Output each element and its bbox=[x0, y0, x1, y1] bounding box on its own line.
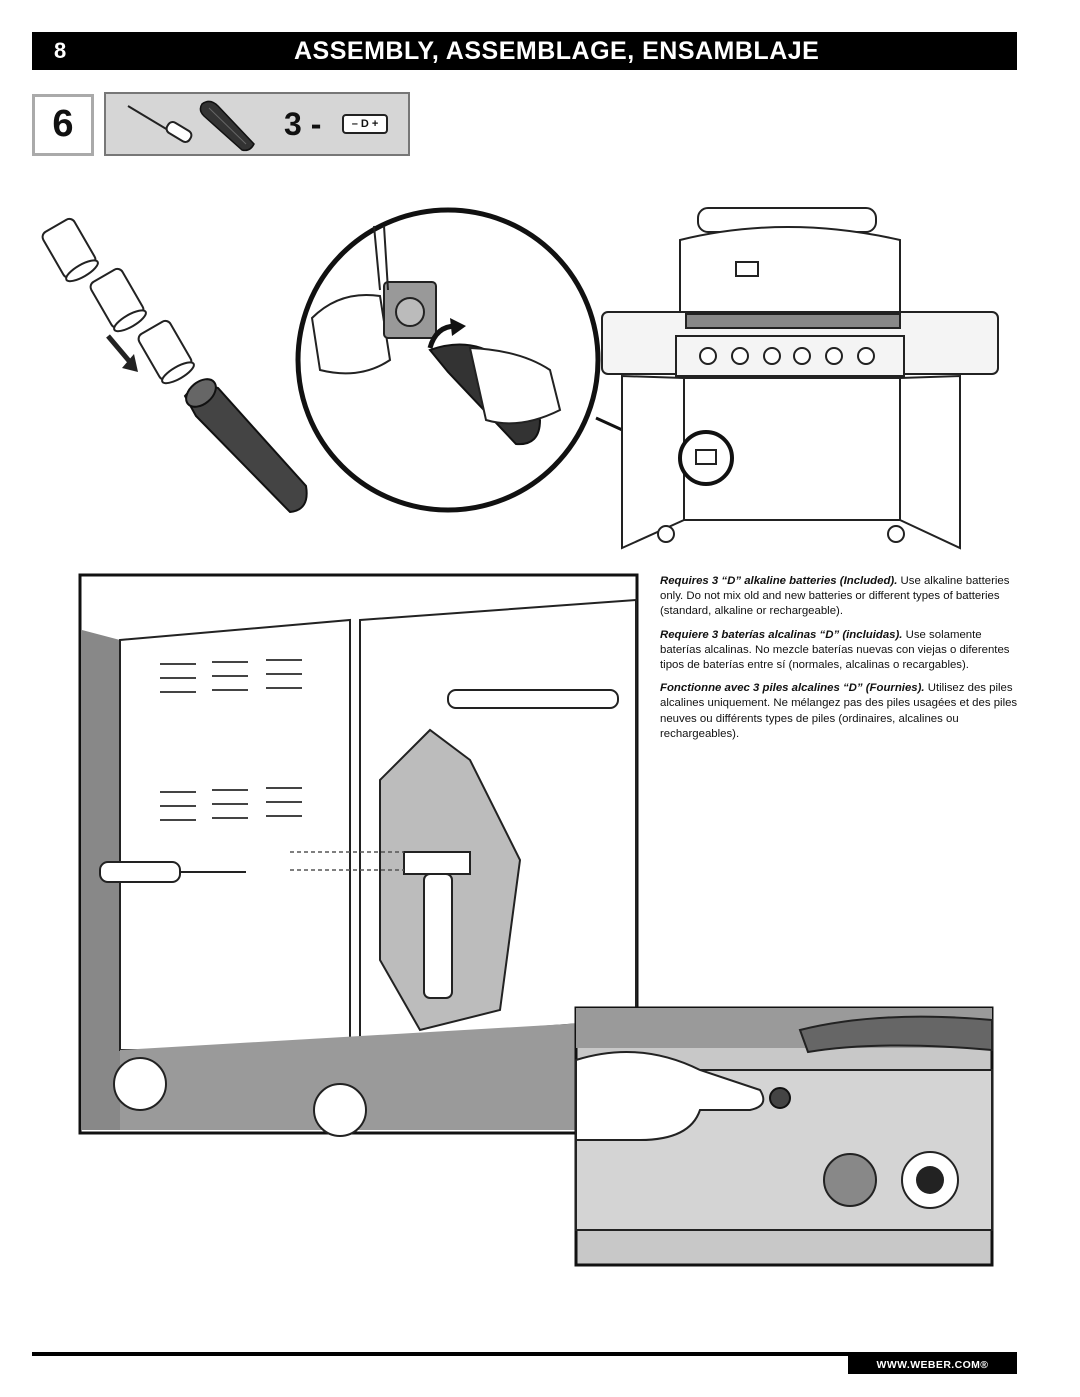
instructions-spanish-text: Use solamente baterías alcalinas. No mez… bbox=[660, 628, 1010, 672]
instructions-english: Requires 3 “D” alkaline batteries (Inclu… bbox=[660, 574, 1018, 620]
instructions-english-text: Use alkaline batteries only. Do not mix … bbox=[660, 575, 1010, 618]
igniter-cap-icon bbox=[199, 100, 255, 152]
tools-required-box: 3 - – D + bbox=[104, 92, 410, 156]
footer-url[interactable]: WWW.WEBER.COM® bbox=[848, 1356, 1017, 1374]
instructions-spanish: Requiere 3 baterías alcalinas “D” (inclu… bbox=[660, 628, 1018, 674]
step-number: 6 bbox=[52, 103, 74, 145]
insert-arrow-icon bbox=[106, 334, 138, 372]
cabinet-panel-illustration bbox=[78, 573, 639, 1137]
igniter-tube-illustration bbox=[183, 378, 308, 514]
header-bar: 8 ASSEMBLY, ASSEMBLAGE, ENSAMBLAJE bbox=[32, 32, 1017, 70]
ignition-button-illustration bbox=[574, 1006, 994, 1267]
batteries-illustration bbox=[41, 217, 195, 385]
battery-quantity: 3 - bbox=[284, 106, 322, 142]
page-title: ASSEMBLY, ASSEMBLAGE, ENSAMBLAJE bbox=[294, 37, 820, 65]
instructions-spanish-bold: Requiere 3 baterías alcalinas “D” (inclu… bbox=[660, 628, 903, 641]
tools-illustration bbox=[127, 100, 255, 152]
instructions-english-bold: Requires 3 “D” alkaline batteries (Inclu… bbox=[660, 575, 898, 587]
step-number-box: 6 bbox=[32, 94, 94, 156]
instructions-french-text: Utilisez des piles alcalines uniquement.… bbox=[660, 682, 1018, 740]
battery-instructions: Requires 3 “D” alkaline batteries (Inclu… bbox=[660, 574, 1018, 750]
detail-zoom-circle bbox=[295, 207, 601, 513]
instructions-french-bold: Fonctionne avec 3 piles alcalines “D” (F… bbox=[660, 682, 925, 695]
grill-illustration bbox=[601, 207, 999, 550]
screwdriver-icon bbox=[127, 105, 193, 143]
instructions-french: Fonctionne avec 3 piles alcalines “D” (F… bbox=[660, 681, 1018, 742]
footer-rule bbox=[32, 1352, 1017, 1356]
page-number: 8 bbox=[54, 38, 67, 63]
d-battery-icon: – D + bbox=[342, 114, 388, 134]
